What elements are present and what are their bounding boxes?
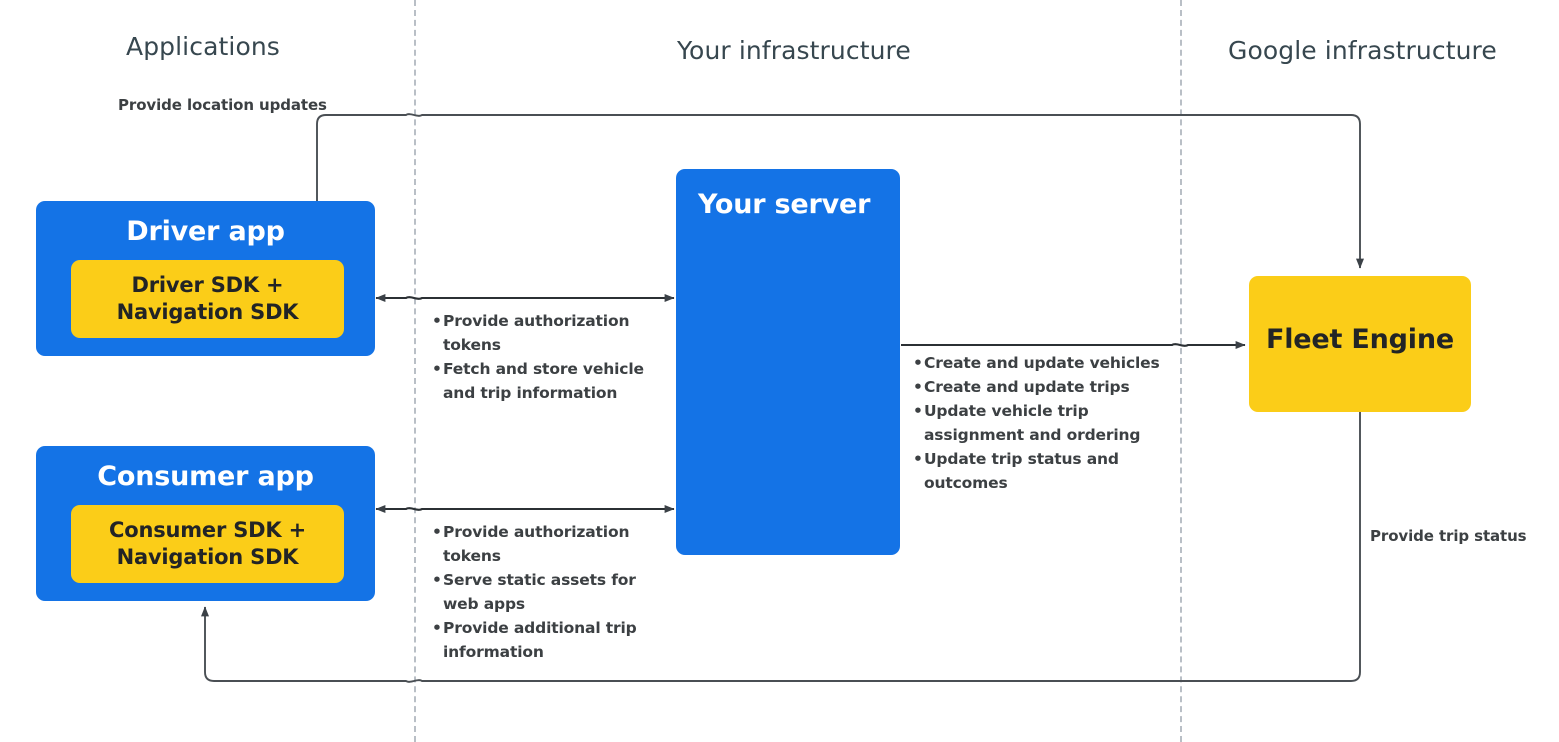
bullet-item: Provide additional trip information — [432, 616, 667, 664]
node-consumer-sdk[interactable]: Consumer SDK + Navigation SDK — [71, 505, 344, 583]
edge-consumer-app-to-your-server — [375, 505, 675, 513]
edge-driver-app-to-your-server — [375, 294, 675, 302]
lane-title-google-infrastructure: Google infrastructure — [1228, 36, 1497, 65]
consumer-sdk-line-1: Consumer SDK + — [109, 517, 306, 542]
edge-bullets-consumer-app-to-your-server: Provide authorization tokensServe static… — [432, 520, 667, 664]
bullet-item: Update vehicle trip assignment and order… — [913, 399, 1163, 447]
node-consumer-app[interactable]: Consumer app Consumer SDK + Navigation S… — [36, 446, 375, 601]
edge-label-provide-trip-status: Provide trip status — [1370, 527, 1527, 545]
edge-bullets-driver-app-to-your-server: Provide authorization tokensFetch and st… — [432, 309, 667, 405]
fleet-engine-title: Fleet Engine — [1265, 324, 1454, 355]
lane-divider-infrastructure-google — [1180, 0, 1182, 742]
consumer-sdk-line-2: Navigation SDK — [116, 545, 299, 569]
bullet-item: Serve static assets for web apps — [432, 568, 667, 616]
driver-sdk-line-1: Driver SDK + — [131, 272, 284, 297]
bullet-item: Update trip status and outcomes — [913, 447, 1163, 495]
edge-your-server-to-fleet-engine — [901, 341, 1246, 349]
bullet-item: Create and update trips — [913, 375, 1163, 399]
bullet-item: Provide authorization tokens — [432, 309, 667, 357]
edge-bullets-your-server-to-fleet-engine: Create and update vehiclesCreate and upd… — [913, 351, 1163, 495]
lane-title-your-infrastructure: Your infrastructure — [677, 36, 911, 65]
driver-sdk-line-2: Navigation SDK — [116, 300, 299, 324]
lane-divider-applications-infrastructure — [414, 0, 416, 742]
lane-title-applications: Applications — [126, 32, 280, 61]
edge-label-provide-location-updates: Provide location updates — [118, 96, 327, 114]
your-server-title: Your server — [698, 189, 871, 220]
node-driver-app[interactable]: Driver app Driver SDK + Navigation SDK — [36, 201, 375, 356]
node-fleet-engine[interactable]: Fleet Engine — [1249, 276, 1471, 412]
node-your-server[interactable]: Your server — [676, 169, 900, 555]
consumer-app-title: Consumer app — [97, 461, 314, 492]
bullet-item: Provide authorization tokens — [432, 520, 667, 568]
bullet-item: Create and update vehicles — [913, 351, 1163, 375]
bullet-item: Fetch and store vehicle and trip informa… — [432, 357, 667, 405]
driver-app-title: Driver app — [126, 216, 285, 247]
node-driver-sdk[interactable]: Driver SDK + Navigation SDK — [71, 260, 344, 338]
